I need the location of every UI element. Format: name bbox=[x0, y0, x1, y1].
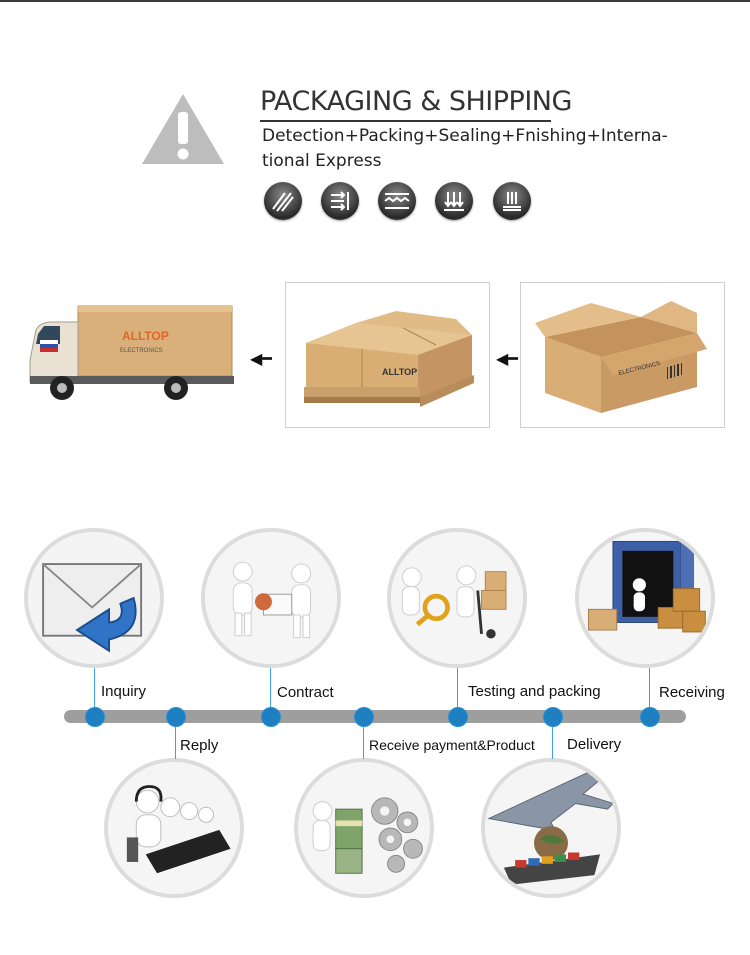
arrow-left-icon-2: ◀━ bbox=[496, 351, 518, 368]
carton-photo: ELECTRONICS bbox=[520, 282, 725, 428]
tick-payment bbox=[363, 723, 364, 759]
stage-label-payment: Receive payment&Product bbox=[369, 737, 535, 753]
title-underline bbox=[260, 120, 551, 122]
timeline-dot-payment bbox=[354, 707, 374, 727]
payment-production-image bbox=[294, 758, 434, 898]
top-border bbox=[0, 0, 750, 2]
arrow-left-icon: ◀━ bbox=[250, 351, 272, 368]
subtitle-line-1: Detection+Packing+Sealing+Fnishing+Inter… bbox=[262, 126, 668, 146]
receiving-image bbox=[575, 528, 715, 668]
stage-label-contract: Contract bbox=[277, 684, 334, 701]
truck-image: ALLTOP ELECTRONICS bbox=[29, 305, 234, 400]
stage-label-delivery: Delivery bbox=[567, 736, 622, 753]
delivery-image bbox=[481, 758, 621, 898]
tick-inquiry bbox=[94, 668, 95, 710]
testing-packing-image bbox=[387, 528, 527, 668]
packing-icon bbox=[321, 182, 359, 220]
timeline-dot-receiving bbox=[640, 707, 660, 727]
page-title: PACKAGING & SHIPPING bbox=[260, 86, 572, 117]
timeline-dot-testing bbox=[448, 707, 468, 727]
stage-label-receiving: Receiving bbox=[659, 684, 725, 701]
truck-brand-sub: ELECTRONICS bbox=[120, 348, 163, 354]
warning-icon bbox=[142, 94, 224, 164]
timeline-dot-reply bbox=[166, 707, 186, 727]
reply-image bbox=[104, 758, 244, 898]
truck-brand: ALLTOP bbox=[122, 329, 169, 343]
stage-label-testing: Testing and packing bbox=[468, 683, 601, 700]
tick-testing bbox=[457, 668, 458, 710]
stage-label-inquiry: Inquiry bbox=[101, 683, 147, 700]
tick-receiving bbox=[649, 668, 650, 710]
detection-icon bbox=[264, 182, 302, 220]
process-timeline bbox=[64, 710, 686, 723]
tick-contract bbox=[270, 668, 271, 710]
timeline-dot-inquiry bbox=[85, 707, 105, 727]
timeline-dot-contract bbox=[261, 707, 281, 727]
express-icon bbox=[493, 182, 531, 220]
timeline-dot-delivery bbox=[543, 707, 563, 727]
sealing-icon bbox=[378, 182, 416, 220]
pallet-photo: ALLTOP bbox=[285, 282, 490, 428]
tick-reply bbox=[175, 723, 176, 759]
stage-label-reply: Reply bbox=[180, 737, 219, 754]
pallet-image: ALLTOP bbox=[304, 311, 474, 407]
pallet-brand: ALLTOP bbox=[382, 367, 417, 377]
finishing-icon bbox=[435, 182, 473, 220]
carton-image: ELECTRONICS bbox=[535, 301, 707, 413]
page-subtitle: Detection+Packing+Sealing+Fnishing+Inter… bbox=[262, 124, 668, 174]
tick-delivery bbox=[552, 723, 553, 759]
subtitle-line-2: tional Express bbox=[262, 151, 382, 171]
contract-image bbox=[201, 528, 341, 668]
inquiry-image bbox=[24, 528, 164, 668]
